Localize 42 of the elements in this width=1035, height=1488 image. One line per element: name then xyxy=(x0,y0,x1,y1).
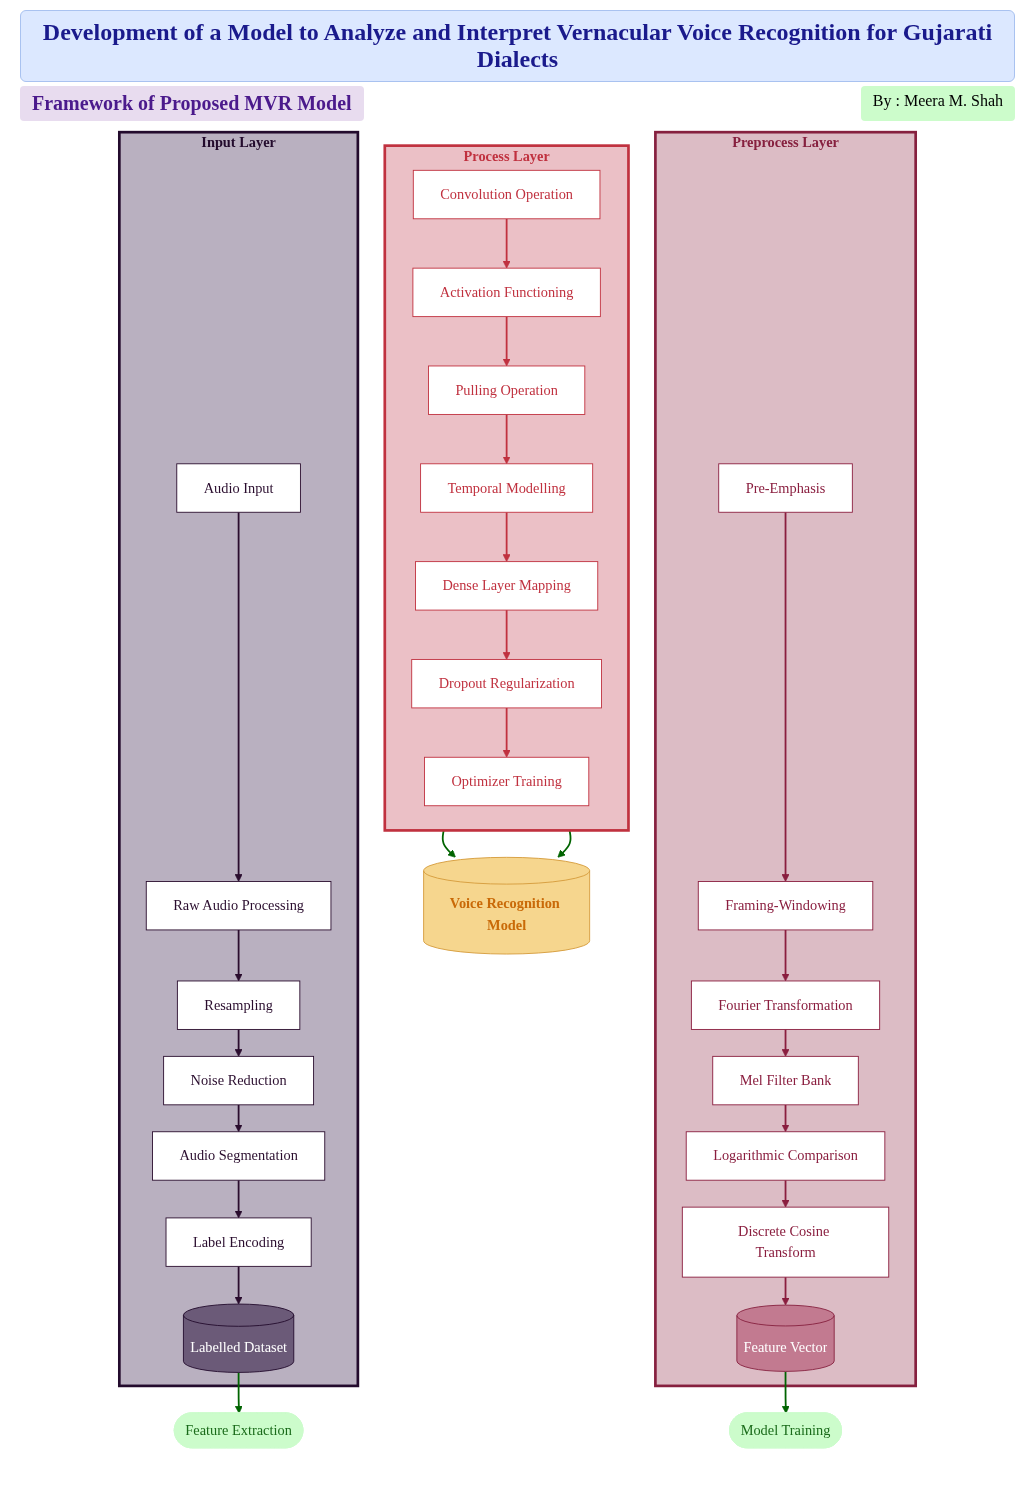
arrow xyxy=(234,1028,243,1057)
arrow xyxy=(502,609,511,660)
node-box: Activation Functioning xyxy=(412,267,601,318)
arrow xyxy=(781,929,790,982)
arrow xyxy=(234,1179,243,1219)
arrow xyxy=(234,1103,243,1133)
node-box: Pre-Emphasis xyxy=(718,463,853,513)
node-box: Framing-Windowing xyxy=(697,881,874,931)
node-box: Noise Reduction xyxy=(163,1055,315,1106)
node-box: Convolution Operation xyxy=(412,169,601,220)
arrow xyxy=(781,1276,790,1306)
node-box: Dense Layer Mapping xyxy=(415,561,599,611)
diagram-title: Development of a Model to Analyze and Interpret Vernacular Voice Recognition for Gujarati Dialects xyxy=(20,10,1015,82)
arrow xyxy=(502,413,511,465)
arrow xyxy=(781,1179,790,1208)
node-box: Audio Input xyxy=(176,463,301,513)
node-box: Raw Audio Processing xyxy=(145,881,332,931)
node-box: Mel Filter Bank xyxy=(712,1055,859,1106)
arrow xyxy=(234,929,243,982)
arrow xyxy=(502,707,511,758)
node-box: Logarithmic Comparison xyxy=(685,1131,886,1181)
arrow xyxy=(781,1103,790,1133)
node-box: Dropout Regularization xyxy=(411,659,602,709)
node-box: Pulling Operation xyxy=(428,365,586,415)
node-box: Optimizer Training xyxy=(424,756,590,807)
arrow xyxy=(234,1371,243,1414)
node-box: Audio Segmentation xyxy=(152,1131,326,1181)
arrow xyxy=(502,315,511,367)
arrow xyxy=(502,217,511,269)
arrow xyxy=(502,511,511,562)
author-note: By : Meera M. Shah xyxy=(860,86,1015,121)
arrow xyxy=(781,1370,790,1414)
arrow xyxy=(781,1028,790,1057)
node-box: Label Encoding xyxy=(165,1217,312,1267)
node-box: Temporal Modelling xyxy=(420,463,594,513)
arrow xyxy=(234,1265,243,1305)
subtitle: Framework of Proposed MVR Model xyxy=(20,86,364,121)
node-box: Fourier Transformation xyxy=(690,980,881,1030)
node-box: Resampling xyxy=(176,980,301,1030)
arrow xyxy=(781,511,790,882)
arrow xyxy=(234,511,243,882)
node-box: Discrete Cosine Transform xyxy=(681,1206,890,1278)
